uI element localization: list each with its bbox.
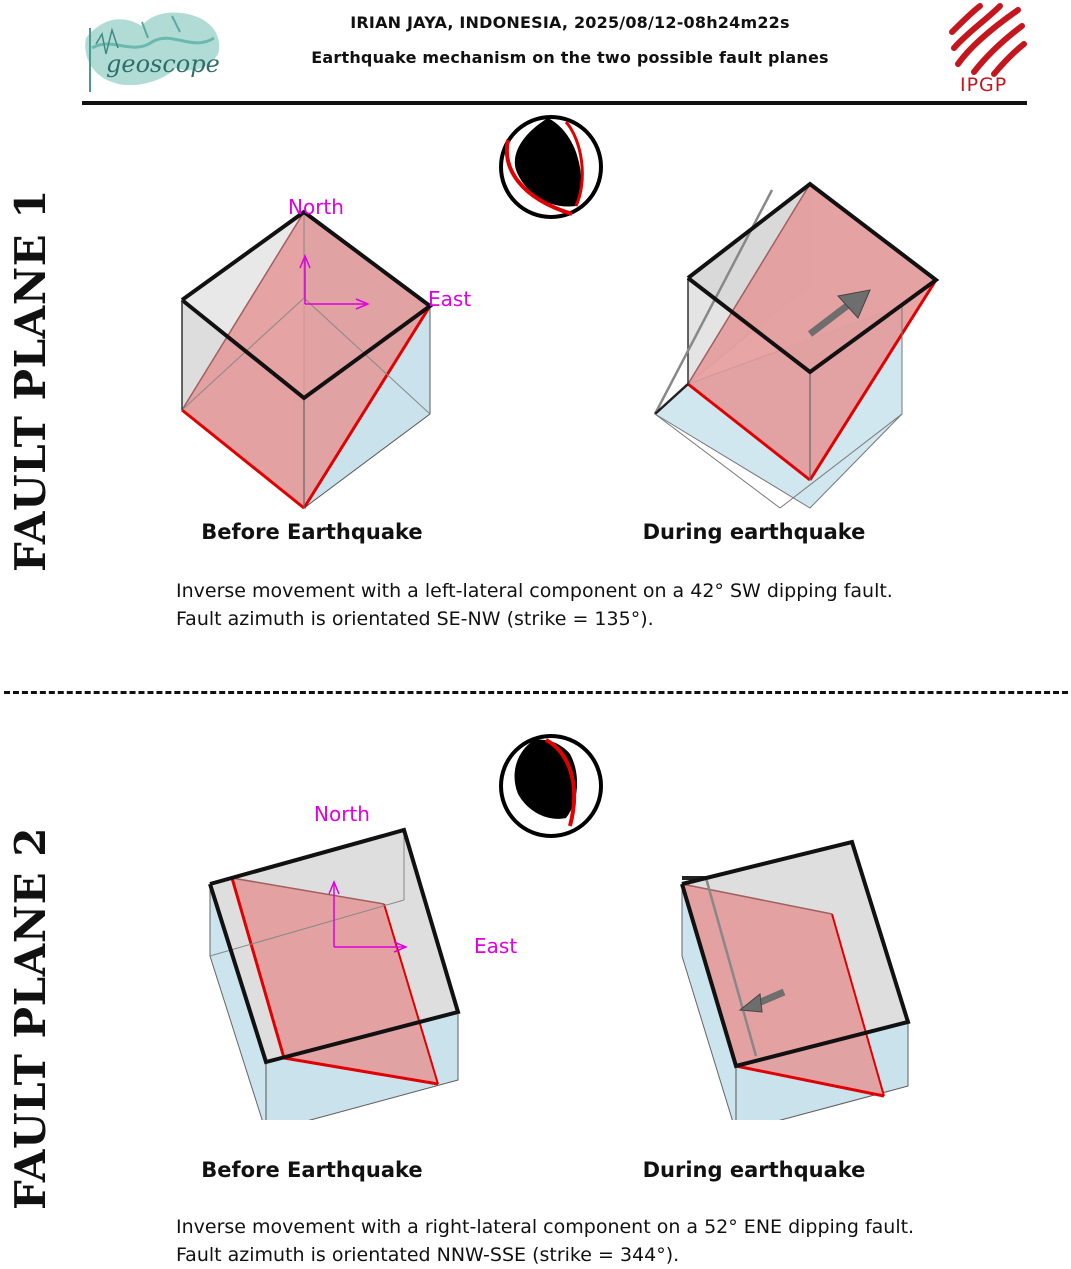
block-during-plane2 [680, 839, 911, 1120]
caption-before-plane1: Before Earthquake [201, 520, 423, 544]
description-plane1-line2: Fault azimuth is orientated SE-NW (strik… [176, 608, 654, 630]
beachball-plane2 [499, 734, 603, 838]
section-divider [4, 691, 1068, 694]
geoscope-logo: geoscope [82, 8, 224, 94]
ipgp-logo: IPGP [948, 2, 1028, 98]
caption-during-plane2: During earthquake [642, 1158, 866, 1182]
description-plane1-line1: Inverse movement with a left-lateral com… [176, 580, 893, 602]
plane2-diagram: North East [208, 734, 911, 1120]
slip-arrow-plane2 [738, 988, 786, 1013]
axis-east-plane1: East [428, 287, 471, 311]
axis-north-plane1: North [288, 195, 344, 219]
ipgp-logo-text: IPGP [960, 74, 1008, 96]
header-rule [82, 101, 1027, 105]
plane1-diagram: North East [180, 115, 940, 510]
caption-before-plane2: Before Earthquake [201, 1158, 423, 1182]
caption-during-plane1: During earthquake [642, 520, 866, 544]
fault-plane-before-1 [182, 212, 430, 508]
geoscope-logo-text: geoscope [106, 50, 220, 78]
beachball-plane1 [499, 115, 603, 219]
page-subtitle: Earthquake mechanism on the two possible… [311, 48, 829, 67]
block-before-plane1 [180, 209, 434, 510]
axis-east-plane2: East [474, 934, 517, 958]
description-plane2-line2: Fault azimuth is orientated NNW-SSE (str… [176, 1244, 680, 1266]
axes-plane2 [328, 880, 408, 953]
description-plane2-line1: Inverse movement with a right-lateral co… [176, 1216, 915, 1238]
block-during-plane1 [653, 181, 940, 509]
page-title: IRIAN JAYA, INDONESIA, 2025/08/12-08h24m… [350, 13, 790, 32]
block-before-plane2 [208, 827, 461, 1120]
header: geoscope IRIAN JAYA, INDONESIA, 2025/08/… [0, 0, 1071, 110]
axes-plane1 [299, 254, 370, 310]
axis-north-plane2: North [314, 802, 370, 826]
slip-arrow-plane1 [807, 289, 871, 337]
